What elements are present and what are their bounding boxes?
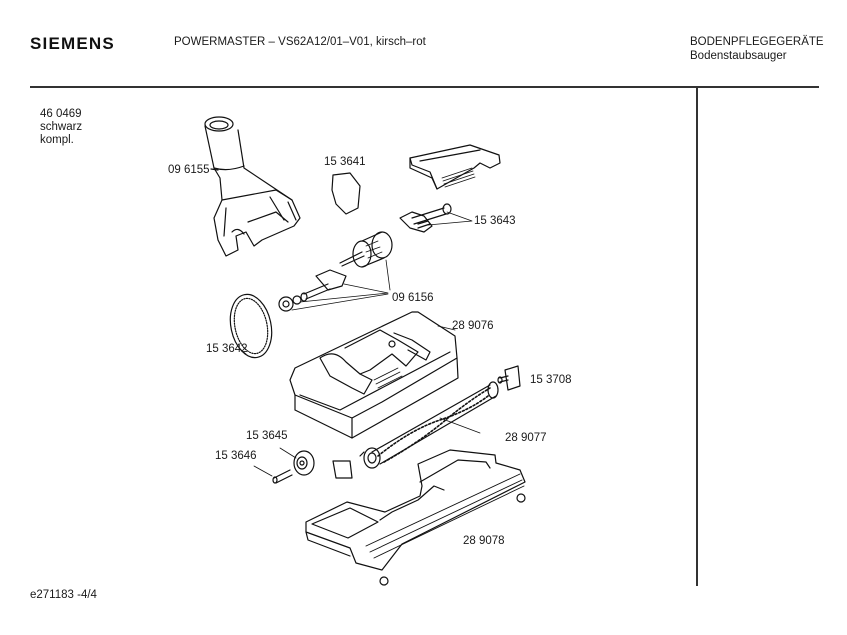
leader-line <box>292 260 390 310</box>
part-housing-top[interactable] <box>290 312 458 438</box>
part-brush-roller[interactable] <box>360 382 498 468</box>
assembly-note: 46 0469 schwarz kompl. <box>40 108 82 147</box>
document-id: e271183 -4/4 <box>30 589 97 601</box>
part-label[interactable]: 28 9078 <box>463 535 505 547</box>
part-label[interactable]: 09 6155 <box>168 164 210 176</box>
leader-line <box>440 418 480 433</box>
part-label[interactable]: 15 3645 <box>246 430 288 442</box>
subcategory-title: Bodenstaubsauger <box>690 50 787 62</box>
leader-line <box>211 169 218 170</box>
part-grille-cover[interactable] <box>410 145 500 189</box>
part-bearing-wheel[interactable] <box>294 451 314 475</box>
part-connector-neck[interactable] <box>205 117 300 256</box>
part-label[interactable]: 09 6156 <box>392 292 434 304</box>
part-label[interactable]: 28 9077 <box>505 432 547 444</box>
part-label[interactable]: 15 3641 <box>324 156 366 168</box>
part-base-plate[interactable] <box>306 450 525 585</box>
leader-line <box>254 466 272 476</box>
part-axle-pin[interactable] <box>273 470 292 483</box>
part-turbine-shaft[interactable] <box>279 270 346 311</box>
part-cover-and-axle[interactable] <box>400 204 451 232</box>
part-label[interactable]: 15 3646 <box>215 450 257 462</box>
category-title: BODENPFLEGEGERÄTE <box>690 36 824 48</box>
part-turbine-assembly[interactable] <box>340 232 392 267</box>
assembly-part-number: 46 0469 <box>40 108 82 120</box>
part-label[interactable]: 15 3708 <box>530 374 572 386</box>
header-divider <box>30 86 819 88</box>
brand-logo: SIEMENS <box>30 34 115 53</box>
leader-line <box>438 326 455 330</box>
part-square-cap[interactable] <box>333 461 352 478</box>
part-label[interactable]: 28 9076 <box>452 320 494 332</box>
column-divider <box>696 88 698 586</box>
part-drive-belt[interactable] <box>225 291 277 362</box>
part-end-cap[interactable] <box>498 366 520 390</box>
part-label[interactable]: 15 3642 <box>206 343 248 355</box>
leader-line <box>240 349 246 354</box>
leader-line <box>428 212 472 225</box>
assembly-color: schwarz <box>40 121 83 133</box>
leader-line <box>280 448 296 458</box>
part-label[interactable]: 15 3643 <box>474 215 516 227</box>
part-seal-gasket[interactable] <box>332 173 360 214</box>
model-title: POWERMASTER – VS62A12/01–V01, kirsch–rot <box>174 36 426 48</box>
assembly-status: kompl. <box>40 134 74 146</box>
